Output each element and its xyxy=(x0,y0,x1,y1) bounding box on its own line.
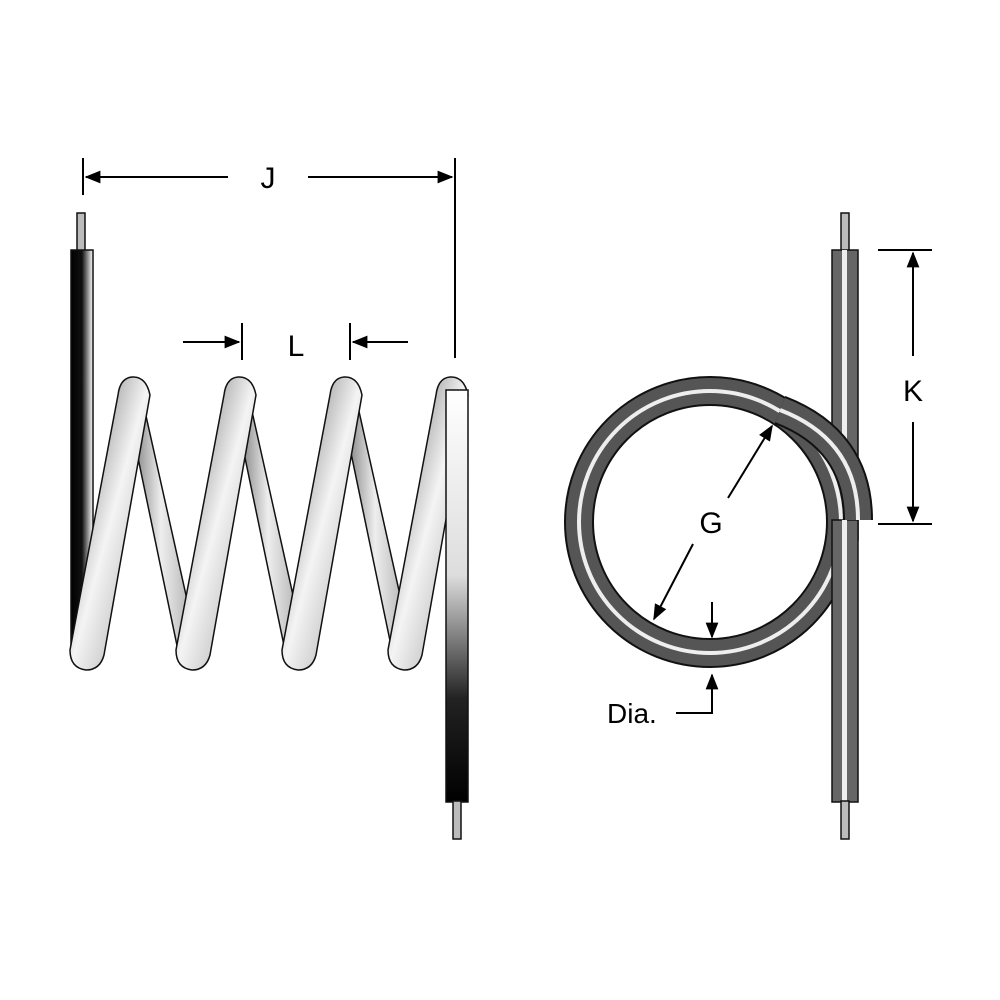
left-leg-tip xyxy=(76,212,86,252)
dimension-l: L xyxy=(183,323,408,363)
rear-coil-strands xyxy=(125,378,411,662)
label-k: K xyxy=(903,375,923,408)
label-dia: Dia. xyxy=(607,698,657,729)
label-l: L xyxy=(288,330,305,363)
spring-side-view xyxy=(69,212,469,840)
spring-end-view xyxy=(564,212,873,840)
end-view-leg-tip-bottom xyxy=(840,800,850,840)
dimension-k: K xyxy=(878,249,932,525)
right-leg-tip xyxy=(452,800,462,840)
label-g: G xyxy=(699,507,722,540)
right-leg xyxy=(445,389,469,803)
dimension-g: G xyxy=(653,424,773,621)
end-view-leg-tip-top xyxy=(840,212,850,252)
dimension-j: J xyxy=(82,158,456,358)
label-j: J xyxy=(261,162,276,195)
dimension-dia: Dia. xyxy=(607,602,719,729)
